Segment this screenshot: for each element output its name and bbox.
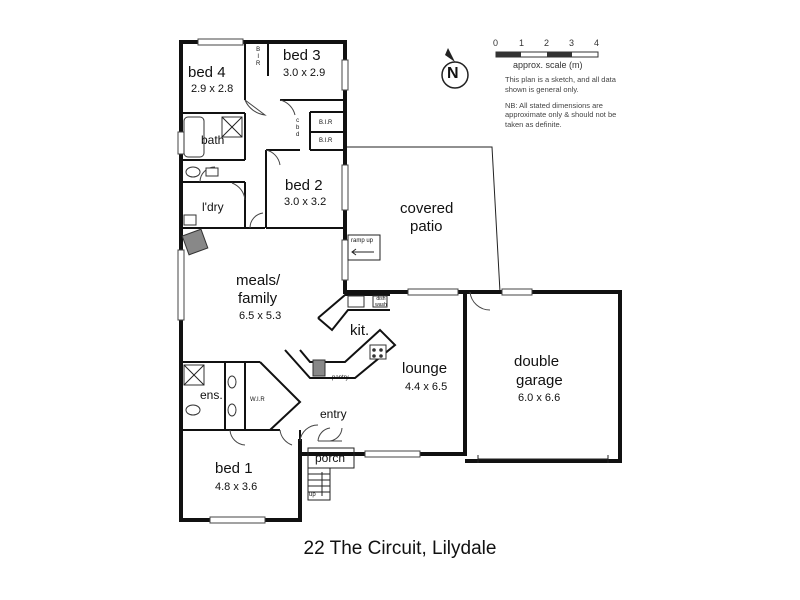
bir-top-label: B I R xyxy=(256,47,261,67)
ramp-box xyxy=(347,234,381,261)
stairs-up-label: up xyxy=(309,492,316,498)
north-compass xyxy=(441,48,469,89)
pantry-label: pantry xyxy=(332,375,349,381)
wir-name: W.I.R xyxy=(250,397,265,403)
scale-tick-1: 1 xyxy=(519,38,525,48)
scale-tick-4: 4 xyxy=(594,38,600,48)
patio-name-1: covered xyxy=(400,200,454,217)
meals-name-1: meals/ xyxy=(236,272,281,289)
bed3-name: bed 3 xyxy=(283,47,321,64)
bed3-dim: 3.0 x 2.9 xyxy=(283,67,326,79)
bath-name: bath xyxy=(201,133,225,147)
bed1-dim: 4.8 x 3.6 xyxy=(215,481,258,493)
scale-tick-0: 0 xyxy=(493,38,499,48)
porch-name: porch xyxy=(315,451,346,465)
bed2-name: bed 2 xyxy=(285,177,323,194)
meals-dim: 6.5 x 5.3 xyxy=(239,310,282,322)
windows xyxy=(177,38,533,524)
ensuite-name: ens. xyxy=(200,388,223,402)
garage-dim: 6.0 x 6.6 xyxy=(518,392,561,404)
garage-door xyxy=(477,455,609,463)
lounge-name: lounge xyxy=(402,360,448,377)
bir2-label: B.I.R xyxy=(319,138,333,144)
bed2-dim: 3.0 x 3.2 xyxy=(284,196,327,208)
interior-walls xyxy=(181,42,345,520)
bed1-name: bed 1 xyxy=(215,460,253,477)
ramp-up-label: ramp up xyxy=(351,238,374,244)
garage-name-2: garage xyxy=(516,372,563,389)
bath-fixtures xyxy=(181,116,387,417)
doors xyxy=(199,99,491,446)
scale-caption: approx. scale (m) xyxy=(513,60,583,70)
bed4-name: bed 4 xyxy=(188,64,226,81)
scale-bar xyxy=(495,51,599,58)
cbd-label: c b d xyxy=(296,118,300,138)
patio-outline xyxy=(345,146,501,293)
patio-name-2: patio xyxy=(410,218,443,235)
north-label: N xyxy=(447,65,459,82)
scale-tick-2: 2 xyxy=(544,38,550,48)
bir1-label: B.I.R xyxy=(319,120,333,126)
disclaimer-notes: This plan is a sketch, and all data show… xyxy=(505,75,635,130)
porch-structure xyxy=(307,447,355,501)
entry-name: entry xyxy=(320,407,347,421)
kitchen-name: kit. xyxy=(350,322,370,339)
laundry-name: l'dry xyxy=(202,200,224,214)
note-line-2: NB: All stated dimensions are approximat… xyxy=(505,100,617,130)
scale-tick-3: 3 xyxy=(569,38,575,48)
dish-wash-label: dish wash xyxy=(375,296,387,308)
meals-name-2: family xyxy=(238,290,278,307)
garage-name-1: double xyxy=(514,353,560,370)
plan-title: 22 The Circuit, Lilydale xyxy=(303,538,497,559)
bed4-dim: 2.9 x 2.8 xyxy=(191,83,234,95)
note-line-1: This plan is a sketch, and all data show… xyxy=(505,75,616,94)
lounge-dim: 4.4 x 6.5 xyxy=(405,381,448,393)
